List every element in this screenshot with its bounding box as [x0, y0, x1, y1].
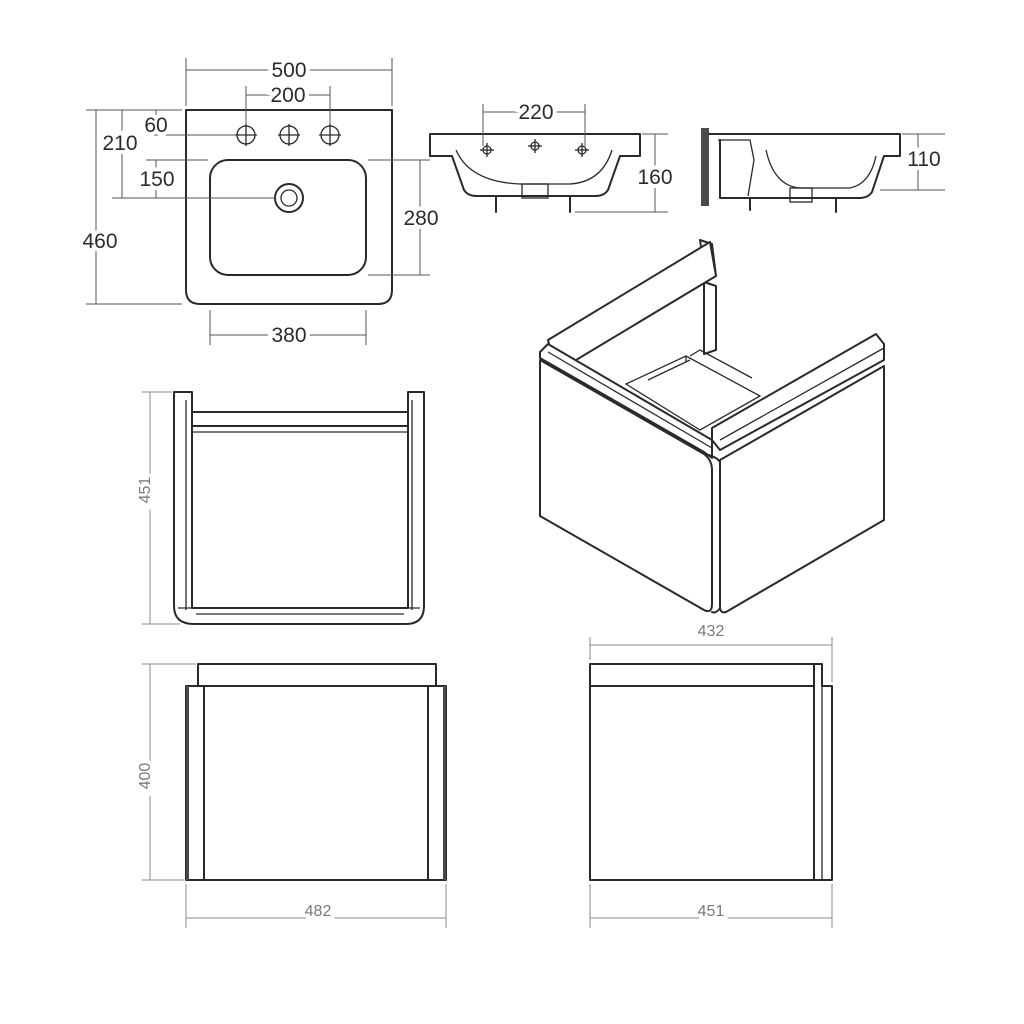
cabinet-front-view: 400 482 [133, 663, 447, 928]
basin-plan-view: 500 200 460 210 60 150 280 380 [78, 55, 442, 351]
basin-front-view: 220 160 [429, 97, 677, 213]
dim-tap-to-waste: 210 [102, 132, 137, 155]
dim-back-edge: 60 [144, 114, 167, 137]
cabinet-side-view: 432 451 [589, 623, 833, 928]
tap-hole-right-icon [319, 124, 341, 146]
waste-outlet-icon [274, 183, 304, 213]
dim-front-height: 160 [637, 166, 672, 189]
dim-cabinet-width: 482 [305, 903, 332, 920]
dim-tap-spacing: 200 [270, 84, 305, 107]
dim-cabinet-height: 400 [137, 763, 154, 790]
tap-hole-left-icon [235, 124, 257, 146]
dim-cabinet-top-depth-side: 432 [698, 623, 725, 640]
dim-front-tap-spacing: 220 [518, 101, 553, 124]
basin-side-view: 110 [701, 128, 945, 213]
dim-basin-depth: 460 [82, 230, 117, 253]
tap-right-icon [575, 143, 589, 157]
dim-side-rim-height: 110 [907, 148, 940, 171]
cabinet-top-view: 451 [133, 391, 425, 625]
dim-bowl-depth: 280 [403, 207, 438, 230]
tap-center-icon [528, 139, 542, 153]
dim-waste-offset: 150 [139, 168, 174, 191]
tap-hole-center-icon [278, 124, 300, 146]
dim-basin-width: 500 [271, 59, 306, 82]
tap-left-icon [480, 143, 494, 157]
dim-cabinet-side-depth: 451 [698, 903, 725, 920]
cabinet-isometric-view [539, 239, 885, 614]
dim-bowl-width: 380 [271, 324, 306, 347]
dim-cabinet-top-depth: 451 [137, 477, 154, 504]
